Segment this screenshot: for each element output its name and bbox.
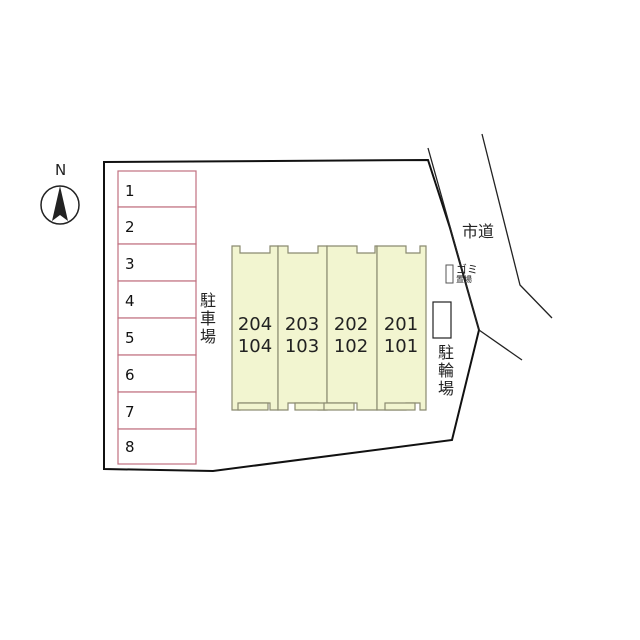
unit-103: 103 (284, 336, 320, 357)
garbage-station-label: ゴミ 置場 (456, 263, 478, 285)
parking-slot-4: 4 (125, 292, 135, 310)
unit-102: 102 (333, 336, 369, 357)
parking-slots (117, 170, 197, 465)
parking-slot-3: 3 (125, 255, 135, 273)
bike-parking-label: 駐輪場 (435, 344, 454, 398)
garbage-label-line1: ゴミ (456, 263, 478, 276)
building-entrance-tabs (237, 402, 416, 411)
parking-slot-5: 5 (125, 329, 135, 347)
apartment-building (231, 245, 427, 411)
unit-201: 201 (383, 314, 419, 335)
compass-north-label: N (55, 161, 67, 179)
parking-slot-8: 8 (125, 438, 135, 456)
parking-slot-7: 7 (125, 403, 135, 421)
bike-parking-area (432, 301, 452, 339)
parking-slot-1: 1 (125, 182, 135, 200)
unit-204: 204 (237, 314, 273, 335)
unit-203: 203 (284, 314, 320, 335)
unit-104: 104 (237, 336, 273, 357)
road-label: 市道 (462, 222, 495, 241)
road-edge-lines (427, 133, 553, 361)
parking-slot-2: 2 (125, 218, 135, 236)
unit-202: 202 (333, 314, 369, 335)
parking-label: 駐車場 (197, 292, 216, 346)
north-arrow-icon (40, 185, 80, 225)
parking-slot-6: 6 (125, 366, 135, 384)
garbage-station-box (445, 264, 454, 284)
unit-101: 101 (383, 336, 419, 357)
garbage-label-line2: 置場 (456, 275, 472, 285)
